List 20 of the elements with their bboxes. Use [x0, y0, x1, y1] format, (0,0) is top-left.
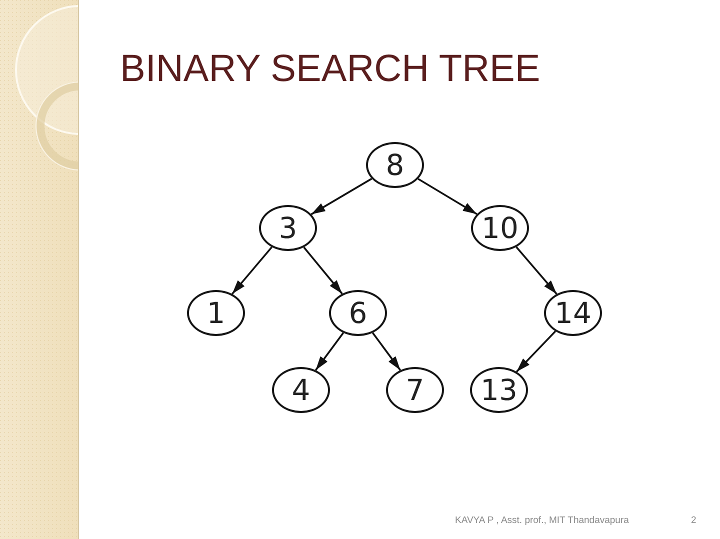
tree-node: 4 — [272, 367, 330, 413]
arrow — [314, 332, 344, 371]
tree-node: 13 — [470, 367, 528, 413]
tree-node: 8 — [366, 142, 424, 188]
arrow — [516, 330, 556, 372]
slide-title: BINARY SEARCH TREE — [120, 50, 540, 88]
tree-node: 10 — [471, 205, 529, 251]
arrow — [231, 246, 273, 294]
tree-node: 1 — [187, 290, 245, 336]
tree-node: 3 — [259, 205, 317, 251]
arrow — [303, 246, 343, 294]
arrow — [372, 332, 402, 371]
tree-node: 7 — [386, 367, 444, 413]
arrow — [418, 178, 478, 215]
footer-text: KAVYA P , Asst. prof., MIT Thandavapura — [455, 516, 629, 526]
arrow — [516, 246, 558, 295]
page-number: 2 — [691, 516, 696, 526]
arrow — [310, 178, 372, 216]
tree-node: 6 — [329, 290, 387, 336]
tree-node: 14 — [544, 290, 602, 336]
